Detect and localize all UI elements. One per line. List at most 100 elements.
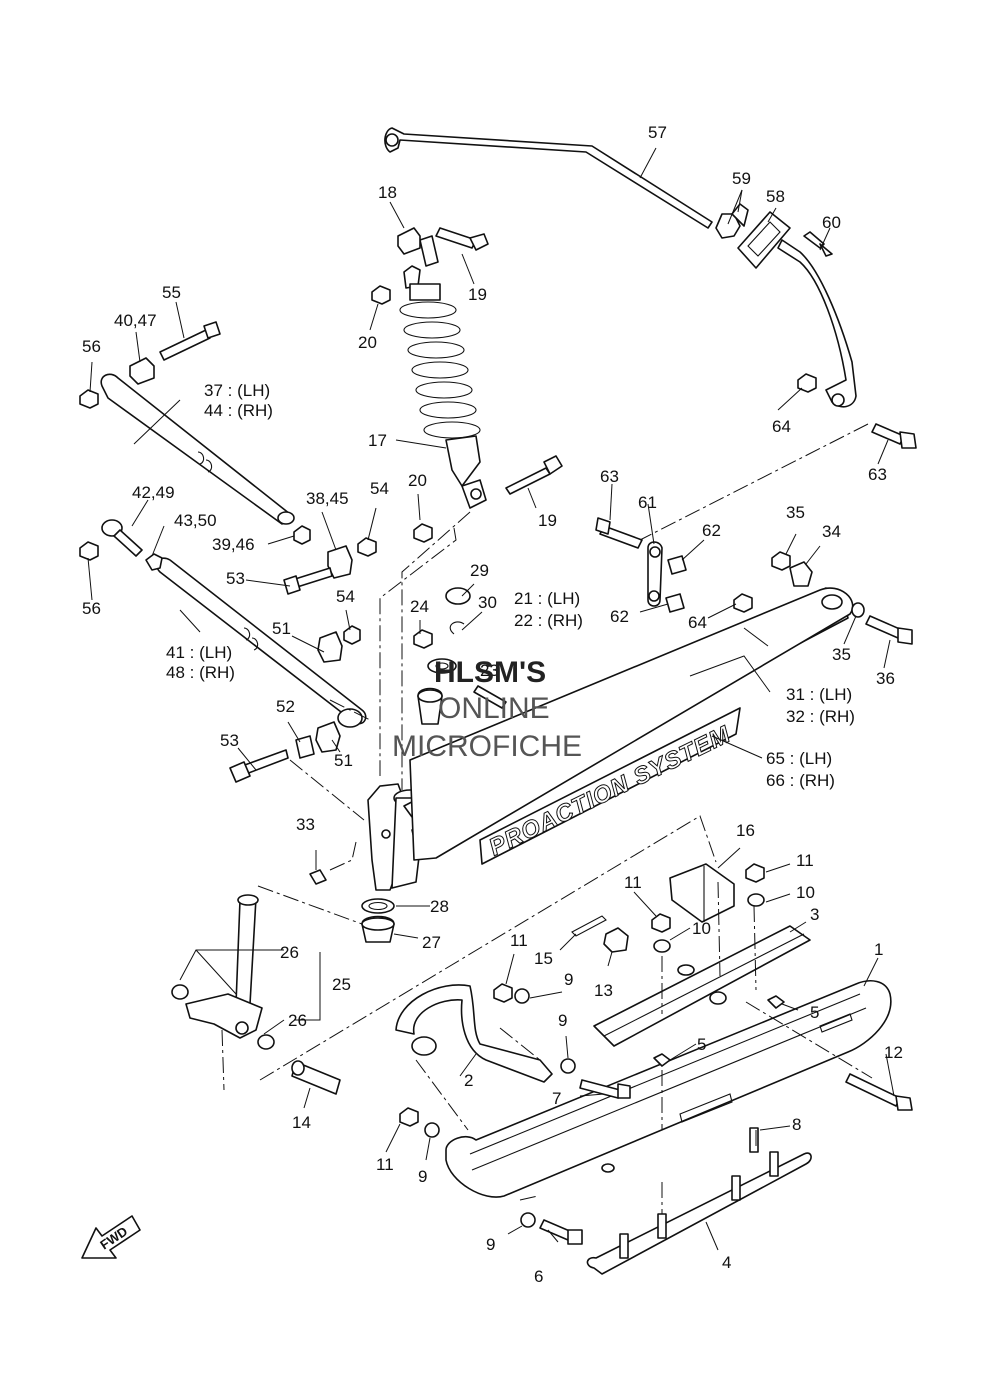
callout-43-50: 43,50 xyxy=(174,511,217,530)
callout-36: 36 xyxy=(876,669,895,688)
pivot-bushing-mid[interactable] xyxy=(317,631,343,663)
stabilizer-bar[interactable] xyxy=(384,127,857,408)
callout-3: 3 xyxy=(810,905,819,924)
callout-17: 17 xyxy=(368,431,387,450)
pivot-collar-lower[interactable] xyxy=(295,735,315,759)
ski-damper[interactable] xyxy=(669,863,735,923)
steering-spindle[interactable] xyxy=(185,894,263,1039)
front-suspension-arm[interactable] xyxy=(409,587,854,861)
upper-arm[interactable] xyxy=(100,373,295,525)
lower-arm-jam-nut[interactable] xyxy=(145,553,163,571)
pivot-bolt-lower[interactable] xyxy=(229,749,289,783)
watermark: HLSM'S ONLINE MICROFICHE xyxy=(392,656,582,763)
wear-bar-studs[interactable] xyxy=(619,1127,779,1259)
stabilizer-bolt[interactable] xyxy=(803,231,833,257)
pivot-nut-right[interactable] xyxy=(357,537,377,557)
callout-6: 6 xyxy=(534,1267,543,1286)
callout-58: 58 xyxy=(766,187,785,206)
seal-ring[interactable] xyxy=(361,898,395,914)
spindle-bushing-left[interactable] xyxy=(171,984,189,1000)
callout-44: 44 : (RH) xyxy=(204,401,273,420)
ski-bolt-6[interactable] xyxy=(539,1219,583,1245)
grease-nipple[interactable] xyxy=(309,869,327,885)
callout-51a: 51 xyxy=(272,619,291,638)
shock-lower-bolt[interactable] xyxy=(505,455,563,495)
stabilizer-clamp[interactable] xyxy=(715,203,749,239)
stabilizer-end-bolt[interactable] xyxy=(871,423,917,449)
callout-25: 25 xyxy=(332,975,351,994)
upper-arm-bolt[interactable] xyxy=(159,321,221,361)
callout-65: 65 : (LH) xyxy=(766,749,832,768)
callout-1: 1 xyxy=(874,940,883,959)
pivot-bushing-lower[interactable] xyxy=(315,721,341,753)
lower-bushing[interactable] xyxy=(361,915,395,943)
spindle-housing[interactable] xyxy=(367,783,427,891)
callout-42-49: 42,49 xyxy=(132,483,175,502)
lower-arm-ball-joint[interactable] xyxy=(101,519,143,557)
ski-nuts[interactable] xyxy=(399,863,765,1127)
shock-upper-nut[interactable] xyxy=(371,285,391,305)
link-nuts[interactable] xyxy=(733,373,817,613)
ski-collar-13[interactable] xyxy=(603,927,629,953)
shock-bushing[interactable] xyxy=(397,227,421,255)
callout-26b: 26 xyxy=(288,1011,307,1030)
callout-51b: 51 xyxy=(334,751,353,770)
callout-19a: 19 xyxy=(468,285,487,304)
shock-lower-nut[interactable] xyxy=(413,523,433,543)
callout-55: 55 xyxy=(162,283,181,302)
cap[interactable] xyxy=(445,587,471,605)
link-bolt[interactable] xyxy=(595,517,643,549)
upper-arm-bushing[interactable] xyxy=(129,357,155,385)
ski-pivot-collar[interactable] xyxy=(291,1060,341,1095)
callout-54a: 54 xyxy=(370,479,389,498)
callout-38-45: 38,45 xyxy=(306,489,349,508)
arm-pivot-nut-35[interactable] xyxy=(771,551,791,571)
pivot-bolt-upper[interactable] xyxy=(283,567,333,595)
callout-5b: 5 xyxy=(697,1035,706,1054)
callout-13: 13 xyxy=(594,981,613,1000)
upper-arm-nut[interactable] xyxy=(79,389,99,409)
arm-pivot-bolt-36[interactable] xyxy=(865,615,913,645)
circlip[interactable] xyxy=(449,621,465,635)
washer-top[interactable] xyxy=(427,658,457,674)
callout-29: 29 xyxy=(470,561,489,580)
pivot-collar-upper[interactable] xyxy=(293,525,311,545)
callout-35b: 35 xyxy=(832,645,851,664)
ski-bolt-7[interactable] xyxy=(579,1079,631,1099)
stabilizer-plate[interactable] xyxy=(737,211,791,269)
shock-upper-bolt[interactable] xyxy=(435,227,489,251)
callout-9c: 9 xyxy=(558,1011,567,1030)
ski-saddle[interactable] xyxy=(593,925,811,1047)
nut-24[interactable] xyxy=(413,629,433,649)
callout-22: 22 : (RH) xyxy=(514,611,583,630)
arm-pivot-washer-35[interactable] xyxy=(851,602,865,618)
ski-washers[interactable] xyxy=(424,893,765,1228)
callout-35a: 35 xyxy=(786,503,805,522)
callout-leaders xyxy=(87,147,895,1251)
bushing-top[interactable] xyxy=(417,687,443,725)
callout-34: 34 xyxy=(822,522,841,541)
arm-pivot-bushing-34[interactable] xyxy=(789,561,813,587)
pivot-bushing-upper[interactable] xyxy=(327,545,353,579)
callout-11a: 11 xyxy=(376,1155,394,1174)
callout-64a: 64 xyxy=(772,417,791,436)
link-collars[interactable] xyxy=(665,555,687,613)
ski-bolt-12[interactable] xyxy=(845,1073,913,1111)
callout-9a: 9 xyxy=(418,1167,427,1186)
callout-21: 21 : (LH) xyxy=(514,589,580,608)
lower-arm-nut[interactable] xyxy=(79,541,99,561)
callout-57: 57 xyxy=(648,123,667,142)
pivot-nut-mid[interactable] xyxy=(343,625,361,645)
shock-absorber[interactable] xyxy=(399,235,487,509)
collar-bolt[interactable] xyxy=(473,685,507,709)
callout-61: 61 xyxy=(638,493,657,512)
wear-bar[interactable] xyxy=(586,1152,812,1275)
callout-63b: 63 xyxy=(868,465,887,484)
cotter-pin[interactable] xyxy=(571,915,607,937)
spindle-bushing-right[interactable] xyxy=(257,1034,275,1050)
ski-handle[interactable] xyxy=(395,984,553,1083)
callout-20b: 20 xyxy=(408,471,427,490)
stabilizer-link[interactable] xyxy=(647,541,663,607)
callout-56b: 56 xyxy=(82,599,101,618)
